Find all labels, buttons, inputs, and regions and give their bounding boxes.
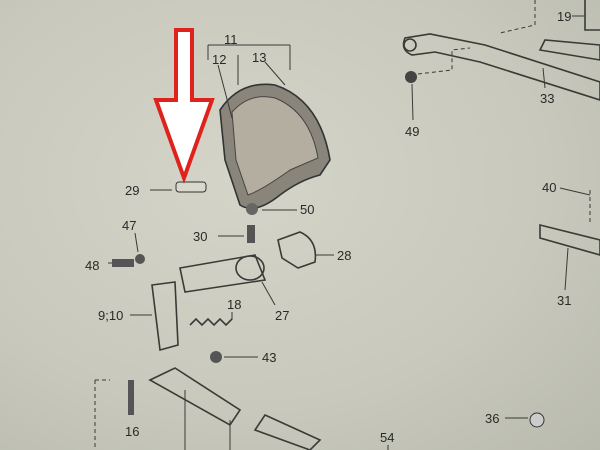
part-49-nut [405,47,471,121]
label-12: 12 [212,52,226,67]
label-33: 33 [540,91,554,106]
label-48: 48 [85,258,99,273]
part-29-pin [150,181,207,193]
part-33-lever [402,33,600,101]
part-54-spring [253,413,322,450]
label-30: 30 [193,229,207,244]
part-27-shaft [179,254,276,306]
part-11-brake-band [207,44,331,210]
part-50-washer [246,203,258,215]
part-40-leader [559,187,591,196]
label-43: 43 [262,350,276,365]
part-9-10-lever [151,281,179,352]
part-shaft-bottom [148,367,242,427]
label-13: 13 [252,50,266,65]
label-9-10: 9;10 [98,308,123,323]
label-49: 49 [405,124,419,139]
label-27: 27 [275,308,289,323]
label-50: 50 [300,202,314,217]
label-31: 31 [557,293,571,308]
part-43-nut [210,351,222,363]
label-16: 16 [125,424,139,439]
label-29: 29 [125,183,139,198]
part-16-bolt [94,379,134,450]
red-arrow-down-icon [153,28,215,184]
part-19 [584,0,600,31]
label-18: 18 [227,297,241,312]
label-47: 47 [122,218,136,233]
label-54: 54 [380,430,394,445]
part-30-bolt [247,225,255,243]
part-28-bracket [277,231,317,269]
label-11: 11 [224,32,238,47]
part-36-knob [529,412,545,428]
label-36: 36 [485,411,499,426]
part-18-spring [189,317,233,327]
part-31-shaft [539,223,600,291]
label-19: 19 [557,9,571,24]
leader-19 [499,0,536,34]
label-28: 28 [337,248,351,263]
part-47-48-bolt [108,232,145,267]
label-40: 40 [542,180,556,195]
